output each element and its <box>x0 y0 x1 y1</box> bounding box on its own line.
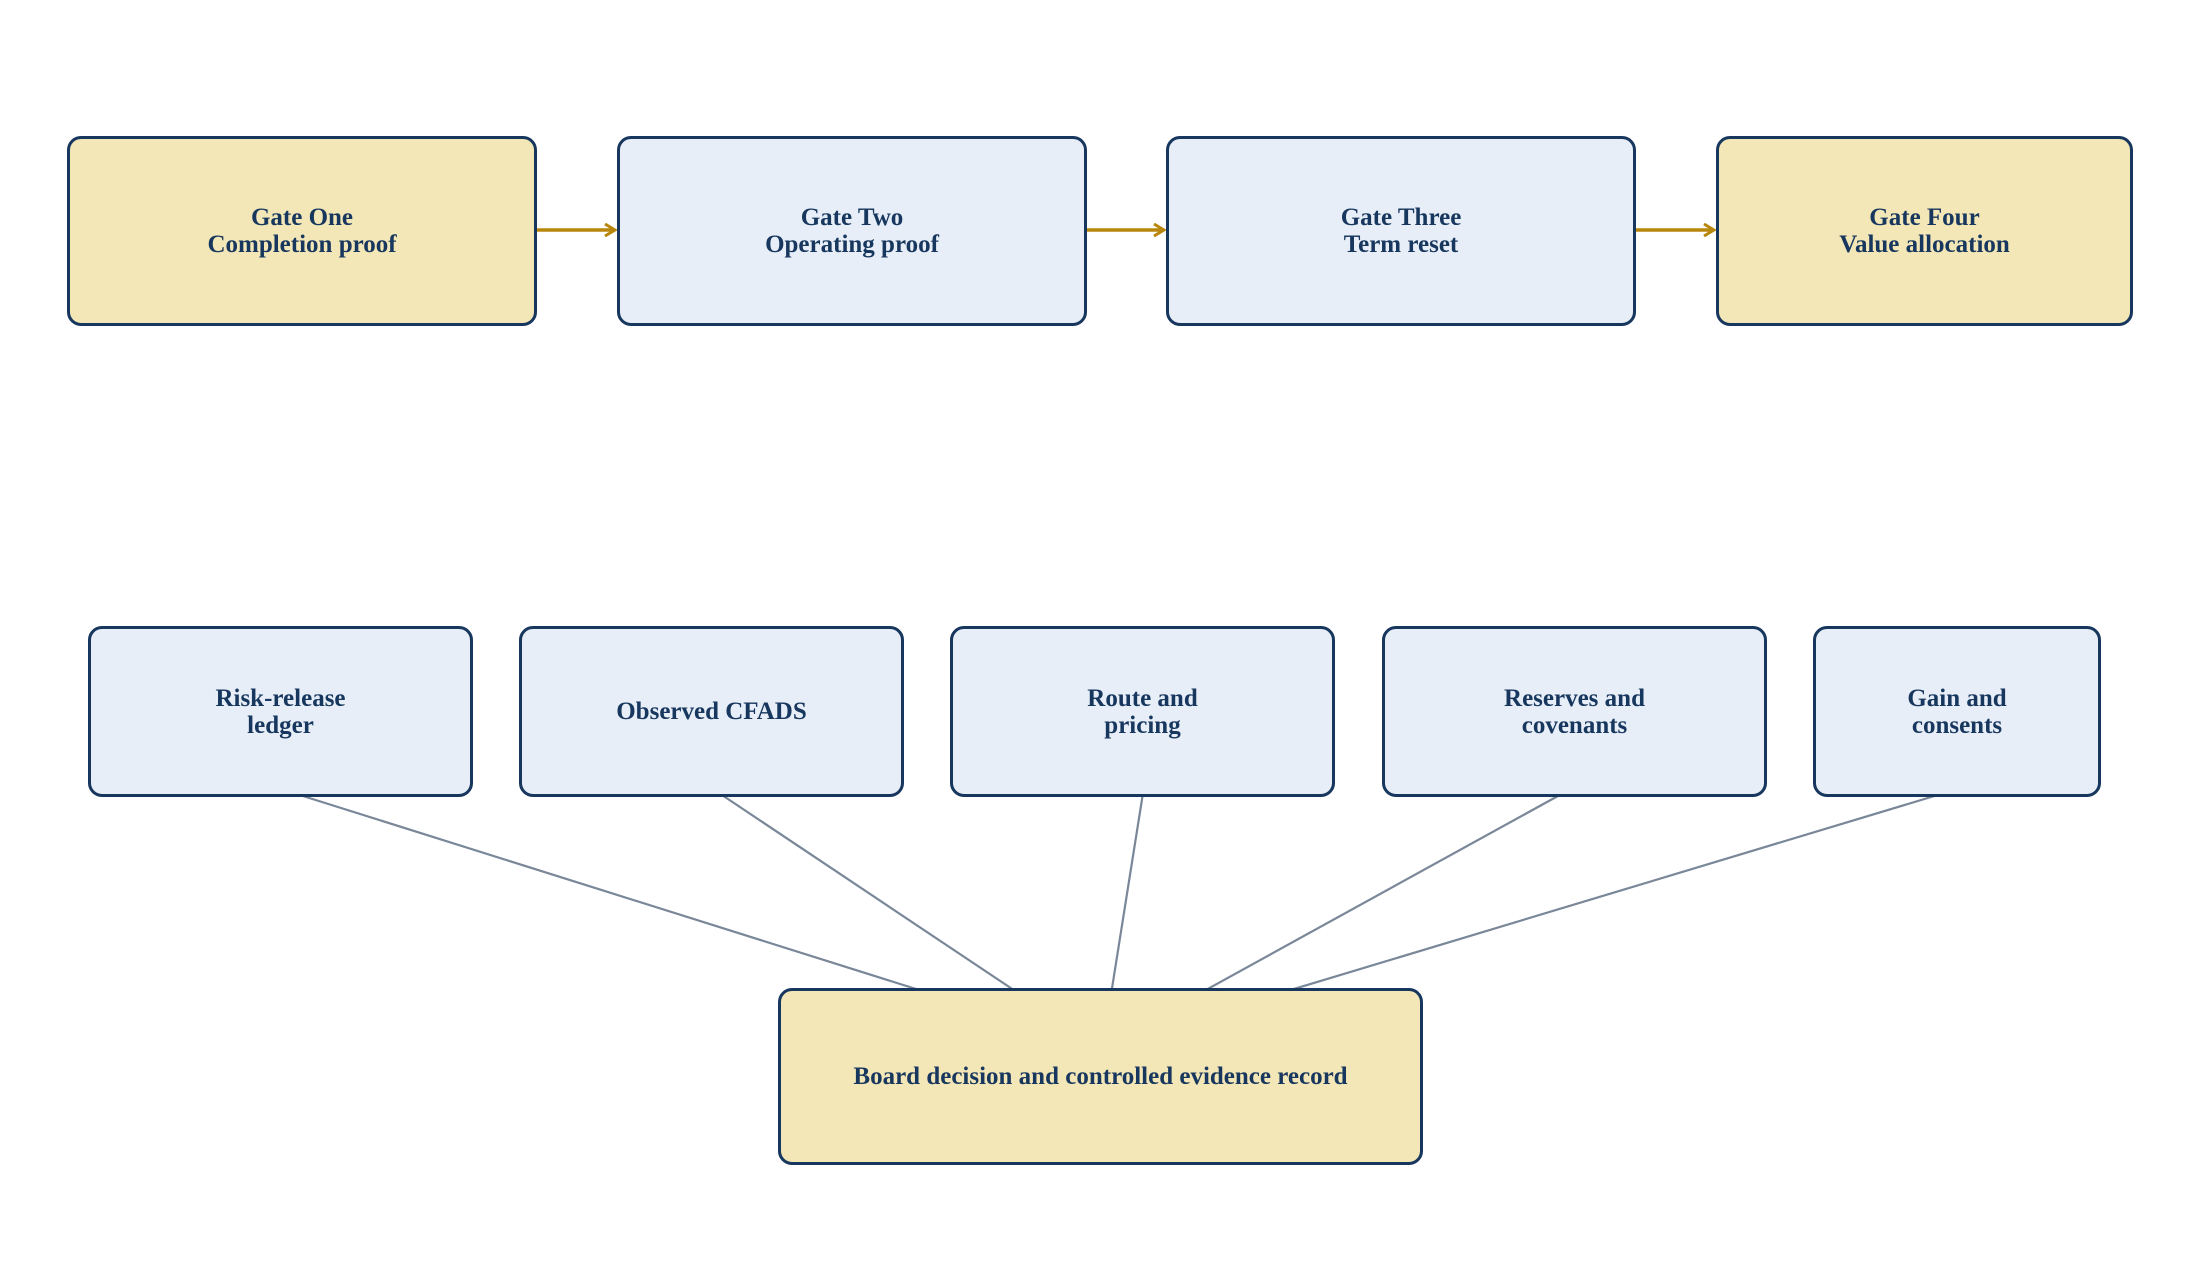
gate-one-node: Gate One Completion proof <box>67 136 537 326</box>
route-and-pricing-node: Route and pricing <box>950 626 1335 797</box>
gate-one-title: Gate One <box>250 204 354 231</box>
gate-one-subtitle: Completion proof <box>207 231 397 258</box>
gain-and-consents-node: Gain and consents <box>1813 626 2101 797</box>
board-decision-node: Board decision and controlled evidence r… <box>778 988 1423 1165</box>
gate-two-title: Gate Two <box>800 204 904 231</box>
observed-cfads-node: Observed CFADS <box>519 626 904 797</box>
reserves-and-covenants-node: Reserves and covenants <box>1382 626 1767 797</box>
gain-and-consents-line1: Gain and <box>1907 684 2007 712</box>
gate-three-title: Gate Three <box>1340 204 1462 231</box>
risk-release-ledger-line2: ledger <box>247 711 314 739</box>
gain-and-consents-line2: consents <box>1911 711 2003 739</box>
risk-release-ledger-line1: Risk-release <box>215 684 346 712</box>
gate-two-node: Gate Two Operating proof <box>617 136 1087 326</box>
gate-four-node: Gate Four Value allocation <box>1716 136 2133 326</box>
observed-cfads-label: Observed CFADS <box>616 698 807 725</box>
reserves-and-covenants-line1: Reserves and <box>1504 684 1645 712</box>
gate-three-subtitle: Term reset <box>1343 231 1459 258</box>
gate-four-subtitle: Value allocation <box>1839 231 2010 258</box>
board-decision-label: Board decision and controlled evidence r… <box>853 1063 1348 1090</box>
route-and-pricing-line1: Route and <box>1087 684 1198 712</box>
gate-two-subtitle: Operating proof <box>765 231 939 258</box>
gate-three-node: Gate Three Term reset <box>1166 136 1636 326</box>
risk-release-ledger-node: Risk-release ledger <box>88 626 473 797</box>
reserves-and-covenants-line2: covenants <box>1521 711 1628 739</box>
route-and-pricing-line2: pricing <box>1104 711 1181 739</box>
gate-four-title: Gate Four <box>1869 204 1980 231</box>
